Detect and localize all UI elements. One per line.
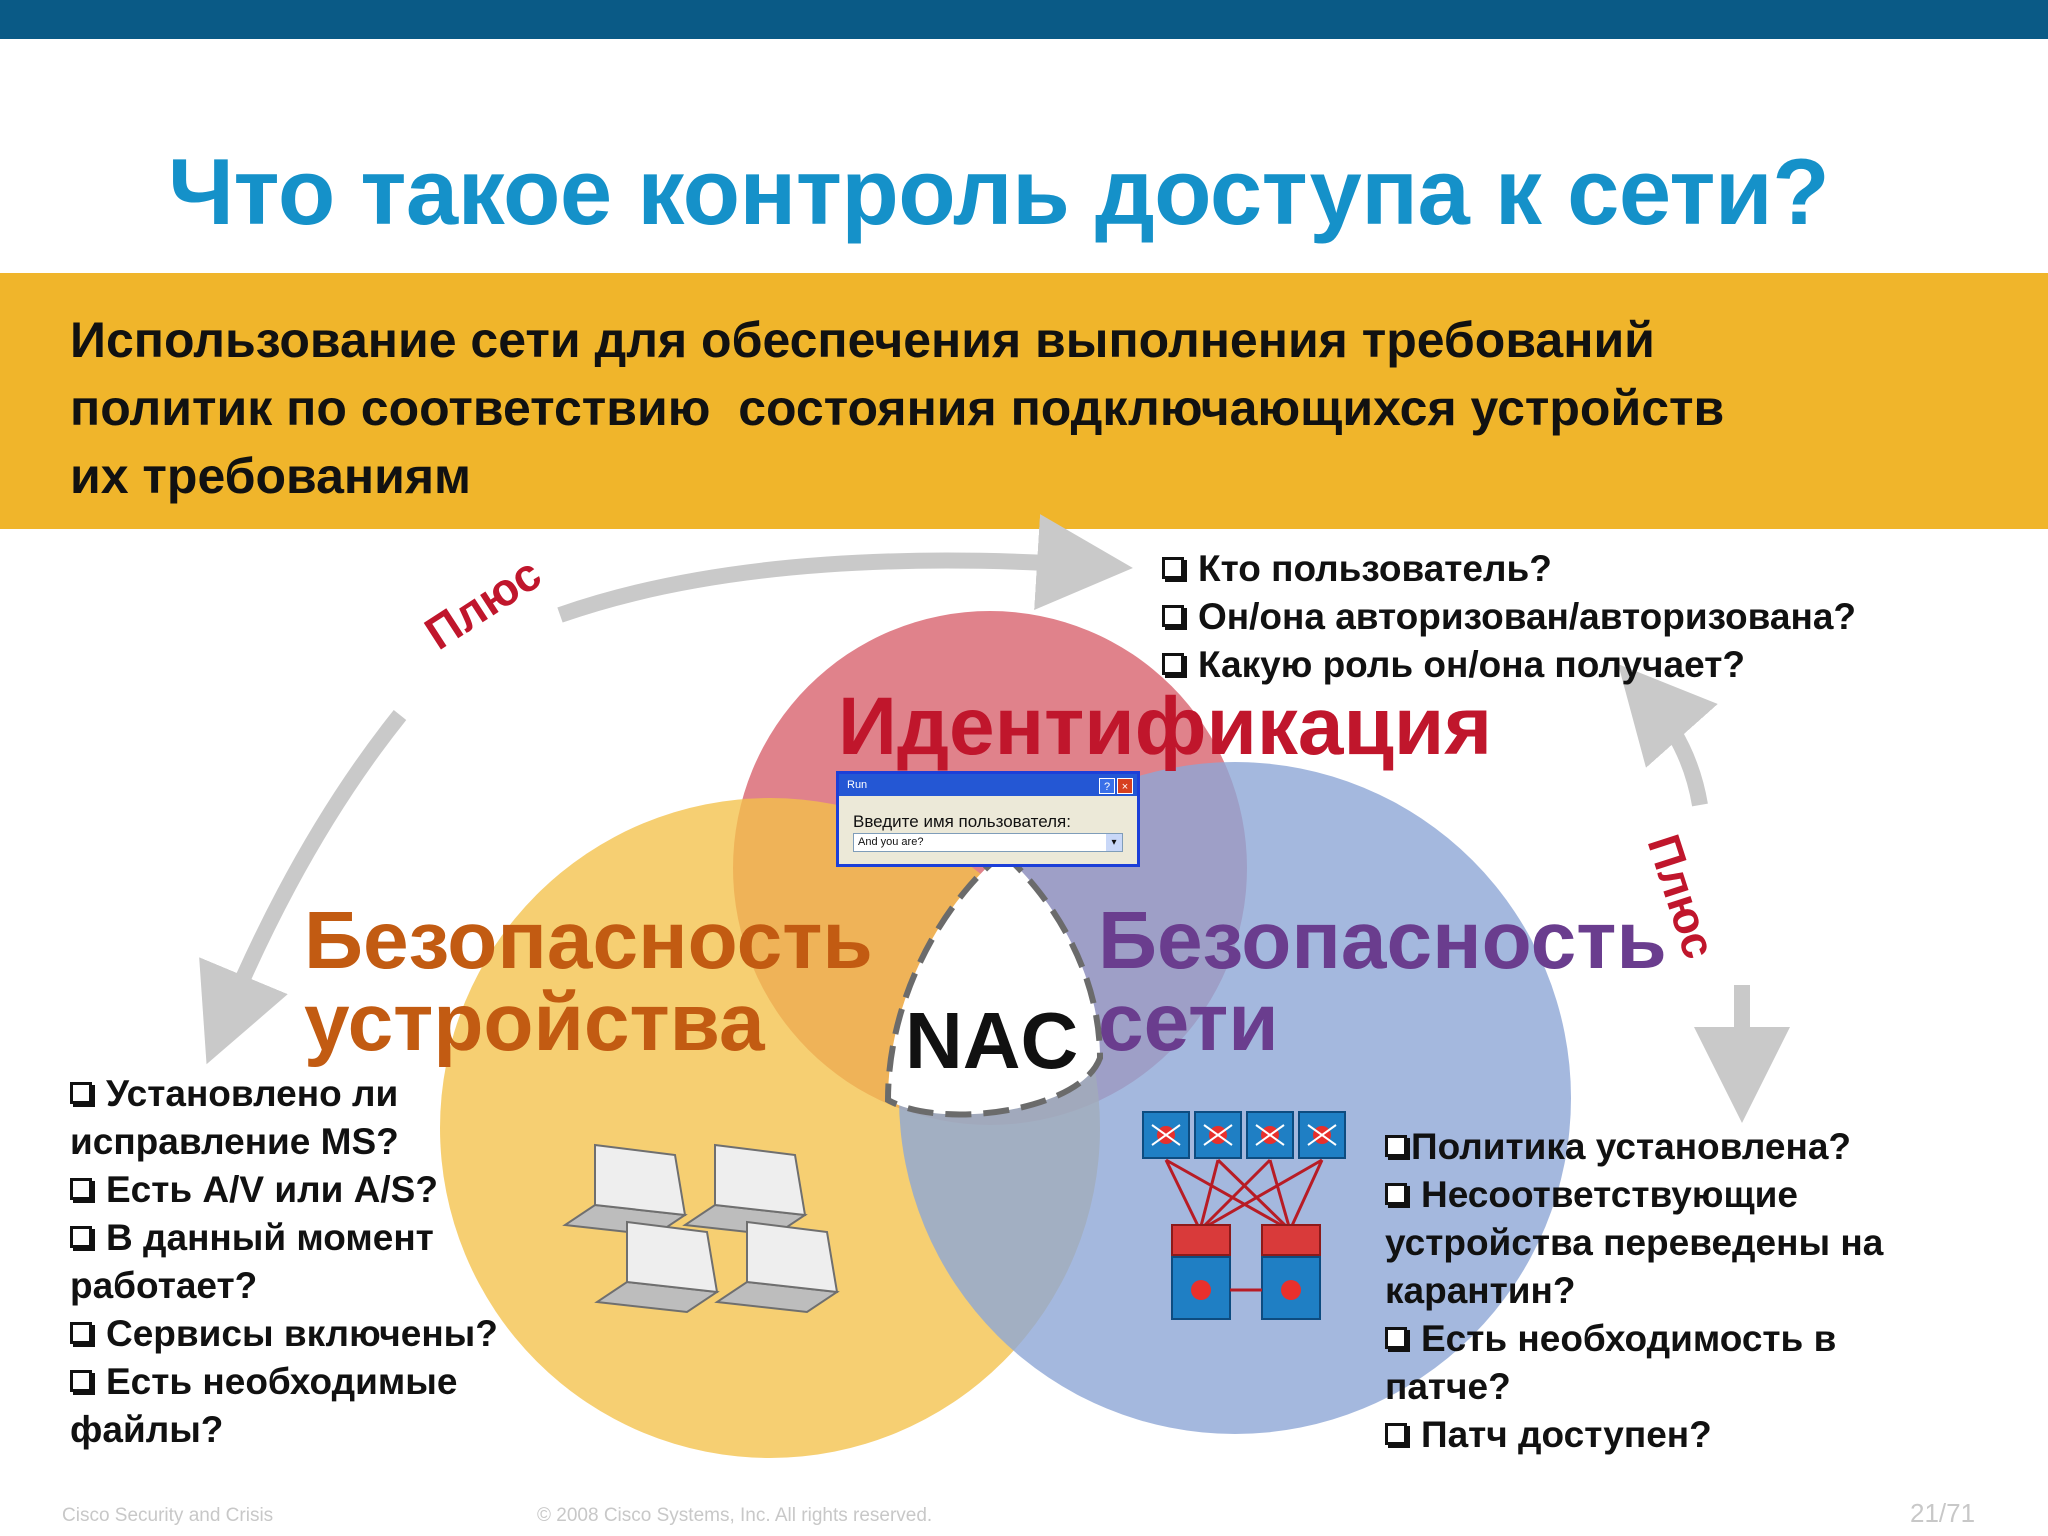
network-security-label: Безопасность сети xyxy=(1098,900,1667,1064)
question-text: Патч доступен? xyxy=(1421,1414,1712,1455)
nac-label: NAC xyxy=(905,996,1079,1085)
username-value: And you are? xyxy=(858,836,924,848)
page-number: 21/71 xyxy=(1910,1498,1976,1528)
question-text: Есть A/V или A/S? xyxy=(106,1169,438,1210)
question-text: В данный момент xyxy=(106,1217,434,1258)
checkbox-icon xyxy=(1385,1135,1407,1158)
links xyxy=(1164,1158,1324,1232)
router-icon xyxy=(1171,1224,1321,1320)
close-icon[interactable]: × xyxy=(1117,778,1133,794)
laptop-icon xyxy=(594,1220,720,1314)
network-security-line: сети xyxy=(1098,977,1279,1068)
arrow-icon xyxy=(1618,664,1718,807)
list-item: Какую роль он/она получает? xyxy=(1162,641,1856,689)
top-bar xyxy=(0,0,2048,39)
checkbox-icon xyxy=(1162,653,1184,676)
list-item: Патч доступен? xyxy=(1385,1411,1965,1459)
question-text: Несоответствующие xyxy=(1421,1174,1799,1215)
question-text: Сервисы включены? xyxy=(106,1313,498,1354)
list-item-continued: исправление MS? xyxy=(70,1121,399,1162)
list-item-continued: патче? xyxy=(1385,1366,1511,1407)
definition-text: Использование сети для обеспечения выпол… xyxy=(70,306,2030,510)
list-item: Он/она авторизован/авторизована? xyxy=(1162,593,1856,641)
question-text: Есть необходимость в xyxy=(1421,1318,1837,1359)
dialog-prompt: Введите имя пользователя: xyxy=(853,812,1071,831)
checkbox-icon xyxy=(70,1178,92,1201)
list-item: Есть A/V или A/S? xyxy=(70,1166,590,1214)
list-item: Несоответствующие xyxy=(1385,1171,1965,1219)
dialog-title: Run xyxy=(839,774,1137,796)
definition-line: их требованиям xyxy=(70,448,472,504)
list-item: Установлено ли xyxy=(70,1070,590,1118)
network-questions: Политика установлена? Несоответствующие … xyxy=(1385,1123,1965,1459)
question-text: Какую роль он/она получает? xyxy=(1198,644,1745,685)
checkbox-icon xyxy=(70,1226,92,1249)
arrow-icon xyxy=(199,710,407,1065)
device-security-line: устройства xyxy=(304,977,765,1068)
nac-center-shape xyxy=(884,849,1104,1118)
question-text: Есть необходимые xyxy=(106,1361,458,1402)
question-text: Он/она авторизован/авторизована? xyxy=(1198,596,1857,637)
list-item-continued: устройства переведены на xyxy=(1385,1222,1884,1263)
list-item: Есть необходимость в xyxy=(1385,1315,1965,1363)
arrow-icon xyxy=(557,514,1133,623)
list-item-continued: работает? xyxy=(70,1265,258,1306)
help-icon[interactable]: ? xyxy=(1099,778,1115,794)
device-security-line: Безопасность xyxy=(304,895,873,986)
username-input[interactable]: And you are? ▾ xyxy=(853,833,1123,852)
chevron-down-icon[interactable]: ▾ xyxy=(1106,834,1122,851)
checkbox-icon xyxy=(1385,1327,1407,1350)
switch-icon xyxy=(1142,1111,1346,1159)
question-text: Кто пользователь? xyxy=(1198,548,1552,589)
checkbox-icon xyxy=(70,1370,92,1393)
definition-line: политик по соответствию состояния подклю… xyxy=(70,380,1725,436)
checkbox-icon xyxy=(1162,605,1184,628)
slide-title: Что такое контроль доступа к сети? xyxy=(168,139,1830,244)
list-item: Кто пользователь? xyxy=(1162,545,1856,593)
checkbox-icon xyxy=(70,1322,92,1345)
network-security-line: Безопасность xyxy=(1098,895,1667,986)
list-item: В данный момент xyxy=(70,1214,590,1262)
footer-left: Cisco Security and Crisis xyxy=(62,1505,274,1526)
run-dialog: Run ?× Введите имя пользователя: And you… xyxy=(836,771,1140,867)
checkbox-icon xyxy=(70,1082,92,1105)
question-text: Политика установлена? xyxy=(1411,1126,1852,1167)
list-item: Есть необходимые xyxy=(70,1358,590,1406)
identity-questions: Кто пользователь? Он/она авторизован/авт… xyxy=(1162,545,1856,689)
checkbox-icon xyxy=(1162,557,1184,580)
definition-banner xyxy=(0,273,2048,529)
list-item-continued: карантин? xyxy=(1385,1270,1576,1311)
device-questions: Установлено ли исправление MS? Есть A/V … xyxy=(70,1070,590,1454)
list-item: Политика установлена? xyxy=(1385,1123,1965,1171)
dialog-buttons: ?× xyxy=(1097,777,1133,795)
laptop-icon xyxy=(714,1220,840,1314)
footer-copyright: © 2008 Cisco Systems, Inc. All rights re… xyxy=(537,1505,933,1526)
definition-line: Использование сети для обеспечения выпол… xyxy=(70,312,1655,368)
checkbox-icon xyxy=(1385,1183,1407,1206)
question-text: Установлено ли xyxy=(106,1073,399,1114)
list-item-continued: файлы? xyxy=(70,1409,224,1450)
device-security-label: Безопасность устройства xyxy=(304,900,873,1064)
identification-label: Идентификация xyxy=(838,681,1493,772)
checkbox-icon xyxy=(1385,1423,1407,1446)
list-item: Сервисы включены? xyxy=(70,1310,590,1358)
